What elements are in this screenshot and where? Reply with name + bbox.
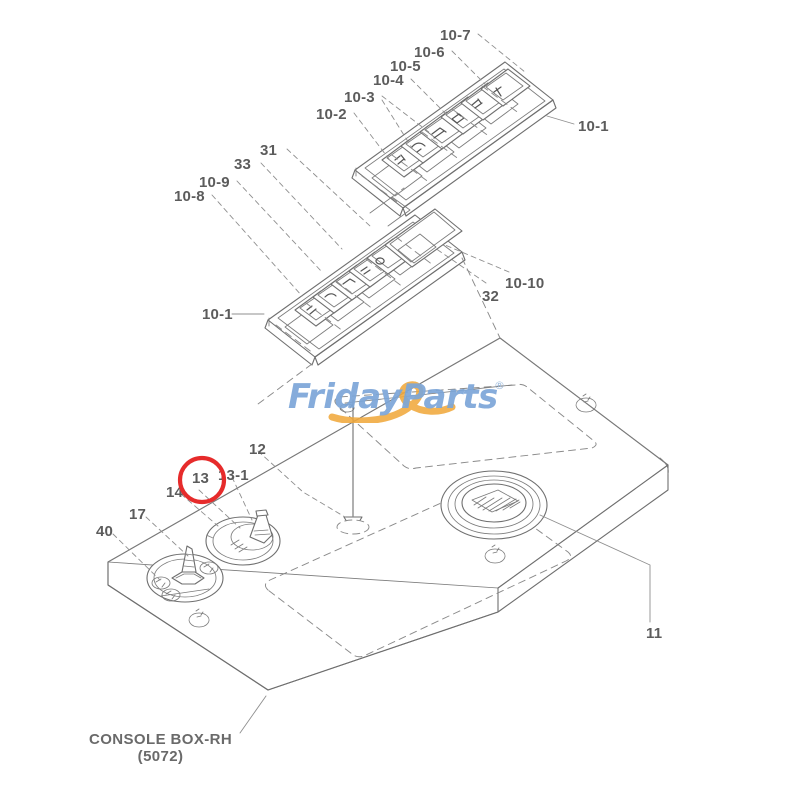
pin-rod-assembly bbox=[336, 399, 370, 535]
switch-cell-group bbox=[381, 68, 531, 178]
callout-10-3: 10-3 bbox=[344, 89, 375, 106]
caption-subtitle: (5072) bbox=[137, 748, 184, 765]
callout-10-1-lower: 10-1 bbox=[202, 306, 233, 323]
caption-title: CONSOLE BOX-RH bbox=[89, 731, 233, 748]
callout-10-1-upper: 10-1 bbox=[578, 118, 609, 135]
callout-10-6: 10-6 bbox=[414, 44, 445, 61]
callout-10-10: 10-10 bbox=[505, 275, 545, 292]
callout-33: 33 bbox=[234, 156, 252, 173]
diagram-caption: CONSOLE BOX-RH (5072) bbox=[89, 731, 232, 765]
callout-13: 13 bbox=[192, 470, 210, 487]
callout-10-2: 10-2 bbox=[316, 106, 347, 123]
callout-11: 11 bbox=[646, 625, 663, 642]
console-box-body bbox=[107, 257, 669, 691]
callout-10-8: 10-8 bbox=[174, 188, 205, 205]
knob-assembly-right bbox=[203, 509, 281, 566]
callout-10-4: 10-4 bbox=[373, 72, 404, 89]
knob-assembly-left bbox=[146, 545, 224, 603]
callout-40: 40 bbox=[96, 523, 114, 540]
callout-31: 31 bbox=[260, 142, 278, 159]
callout-14: 14 bbox=[166, 484, 184, 501]
highlight-ring-part-13 bbox=[177, 455, 227, 505]
callout-17: 17 bbox=[129, 506, 147, 523]
callout-10-9: 10-9 bbox=[199, 174, 230, 191]
callout-10-7: 10-7 bbox=[440, 27, 471, 44]
upper-switch-panel bbox=[351, 61, 557, 217]
callout-12: 12 bbox=[249, 441, 267, 458]
lower-switch-panel bbox=[264, 187, 466, 366]
ashtray-assembly bbox=[440, 470, 548, 540]
callout-32: 32 bbox=[482, 288, 500, 305]
fastener-marks bbox=[188, 393, 597, 628]
leader-lines bbox=[112, 33, 651, 734]
callout-10-5: 10-5 bbox=[390, 58, 421, 75]
